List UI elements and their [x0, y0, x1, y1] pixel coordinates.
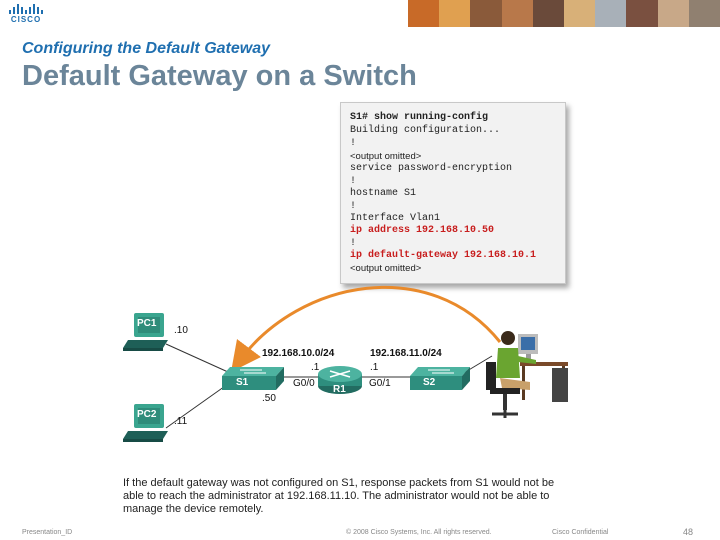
r1-left-host-addr: .1 [311, 362, 320, 373]
r1-router-icon [318, 366, 362, 394]
console-line-highlight: ip default-gateway 192.168.10.1 [350, 250, 537, 261]
footer-copyright: © 2008 Cisco Systems, Inc. All rights re… [346, 529, 492, 536]
console-line: Building configuration... [350, 125, 501, 136]
administrator-icon [486, 331, 568, 418]
console-line: hostname S1 [350, 188, 417, 199]
slide-subtitle: Configuring the Default Gateway [22, 40, 271, 57]
r1-g01-label: G0/1 [369, 378, 391, 389]
cisco-bridge-icon [8, 4, 44, 14]
r1-right-host-addr: .1 [370, 362, 379, 373]
console-line: ! [350, 176, 357, 187]
console-output: S1# show running-config Building configu… [340, 102, 566, 284]
console-line: S1# show running-config [350, 112, 489, 123]
slide-caption: If the default gateway was not configure… [123, 477, 555, 515]
s1-switch-icon [222, 367, 284, 390]
console-line: ! [350, 238, 357, 249]
r1-label: R1 [333, 384, 346, 395]
footer-presentation-id: Presentation_ID [22, 529, 73, 536]
s2-label: S2 [423, 377, 436, 388]
right-network-label: 192.168.11.0/24 [370, 348, 442, 359]
console-line: <output omitted> [350, 151, 422, 162]
console-line: Interface Vlan1 [350, 213, 441, 224]
console-line: ! [350, 201, 357, 212]
header-photo-strip [408, 0, 720, 27]
pc1-icon [123, 313, 168, 351]
left-network-label: 192.168.10.0/24 [262, 348, 335, 359]
pc2-host-addr: .11 [174, 416, 188, 427]
pc2-icon [123, 404, 168, 442]
pc1-label: PC1 [137, 318, 157, 329]
slide-title: Default Gateway on a Switch [22, 60, 417, 92]
console-line: <output omitted> [350, 263, 422, 274]
console-line: service password-encryption [350, 163, 513, 174]
footer-page-number: 48 [683, 527, 694, 537]
management-arrow [230, 285, 502, 372]
pc2-label: PC2 [137, 409, 157, 420]
slide-header: CISCO [0, 0, 720, 27]
cisco-logo: CISCO [8, 4, 44, 24]
s1-label: S1 [236, 377, 249, 388]
pc1-host-addr: .10 [174, 325, 188, 336]
r1-g00-label: G0/0 [293, 378, 315, 389]
s2-switch-icon [410, 367, 470, 390]
footer-confidential: Cisco Confidential [552, 529, 609, 536]
cisco-logo-text: CISCO [10, 15, 42, 24]
console-line-highlight: ip address 192.168.10.50 [350, 225, 495, 236]
s1-host-addr: .50 [262, 393, 276, 404]
console-line: ! [350, 138, 357, 149]
